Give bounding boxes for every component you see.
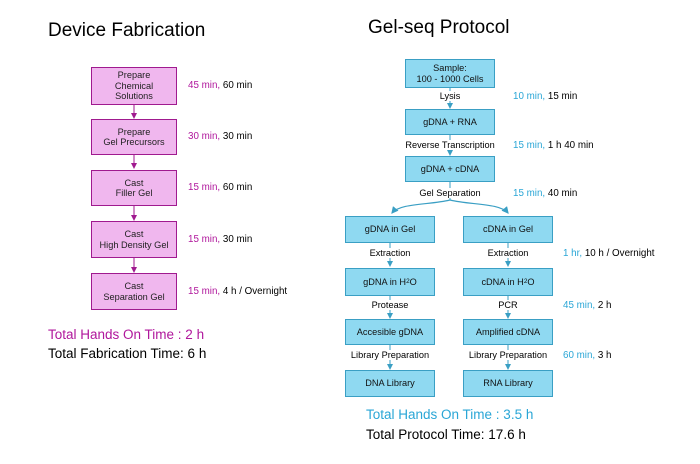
gs-box-gdna-in-gel: gDNA in Gel xyxy=(345,216,435,243)
gs-right-step-pcr: PCR xyxy=(496,300,520,310)
gs-box-sample: Sample: 100 - 1000 Cells xyxy=(405,59,495,88)
fab-step-2-hands: 30 min, xyxy=(188,131,221,142)
gs-rt-time: 15 min, 1 h 40 min xyxy=(513,140,594,151)
fab-step-4-total: 30 min xyxy=(222,234,253,245)
fab-step-4-line1: Cast xyxy=(124,229,144,239)
gs-total-time: Total Protocol Time: 17.6 h xyxy=(366,427,526,442)
gs-box-gdna-rna: gDNA + RNA xyxy=(405,109,495,135)
fab-total-hands-on: Total Hands On Time : 2 h xyxy=(48,327,205,342)
fab-step-1-line1: Prepare xyxy=(117,70,151,81)
gs-lib-time: 60 min, 3 h xyxy=(563,350,612,361)
gs-lysis-total: 15 min xyxy=(547,91,578,102)
fab-step-4-line2: High Density Gel xyxy=(99,239,169,250)
gs-right-h2o-post: O xyxy=(527,276,535,287)
fab-step-3-hands: 15 min, xyxy=(188,182,221,193)
gs-extraction-time: 1 hr, 10 h / Overnight xyxy=(563,248,655,259)
gs-left-h2o-sub: 2 xyxy=(406,277,410,285)
gs-sample-line1: Sample: xyxy=(433,63,467,73)
gs-split-right xyxy=(449,199,509,214)
gs-box-rna-library: RNA Library xyxy=(463,370,553,397)
gs-right-step-library-prep: Library Preparation xyxy=(466,350,550,360)
gs-left-step-protease: Protease xyxy=(369,300,411,310)
gs-lysis-time: 10 min, 15 min xyxy=(513,91,577,102)
gelseq-title: Gel-seq Protocol xyxy=(368,17,510,38)
fab-step-4-hands: 15 min, xyxy=(188,234,221,245)
gs-left-h2o-post: O xyxy=(409,276,417,287)
fab-step-2-time: 30 min, 30 min xyxy=(188,131,252,142)
gs-total-hands-on: Total Hands On Time : 3.5 h xyxy=(366,407,534,422)
fab-step-3-line2: Filler Gel xyxy=(115,188,153,198)
gs-left-step-extraction: Extraction xyxy=(367,248,413,258)
gs-extraction-hands: 1 hr, xyxy=(563,248,583,259)
gs-step-gel-separation: Gel Separation xyxy=(417,188,483,198)
gs-lib-hands: 60 min, xyxy=(563,350,596,361)
gs-gel-sep-total: 40 min xyxy=(547,188,578,199)
gs-right-h2o-pre: cDNA in H xyxy=(481,276,524,287)
gs-box-dna-library: DNA Library xyxy=(345,370,435,397)
gs-rt-hands: 15 min, xyxy=(513,140,546,151)
fab-step-2-line2: Gel Precursors xyxy=(103,137,165,147)
gs-extraction-total: 10 h / Overnight xyxy=(584,248,655,259)
gs-box-cdna-in-gel: cDNA in Gel xyxy=(463,216,553,243)
gs-lib-total: 3 h xyxy=(597,350,612,361)
fab-step-prepare-gel: Prepare Gel Precursors xyxy=(91,119,177,155)
fab-step-1-line3: Solutions xyxy=(115,91,153,102)
fab-step-5-line1: Cast xyxy=(124,281,144,291)
gs-box-gdna-cdna: gDNA + cDNA xyxy=(405,156,495,182)
fab-step-1-line2: Chemical xyxy=(114,80,154,91)
gs-step-lysis: Lysis xyxy=(437,91,463,101)
gs-gel-sep-hands: 15 min, xyxy=(513,188,546,199)
gs-rt-total: 1 h 40 min xyxy=(547,140,594,151)
gs-pcr-hands: 45 min, xyxy=(563,300,596,311)
fab-step-5-hands: 15 min, xyxy=(188,286,221,297)
gs-box-accessible-gdna: Accesible gDNA xyxy=(345,319,435,345)
gs-gel-sep-time: 15 min, 40 min xyxy=(513,188,577,199)
gs-sample-line2: 100 - 1000 Cells xyxy=(416,73,484,84)
gs-pcr-total: 2 h xyxy=(597,300,612,311)
fab-step-cast-high-density: Cast High Density Gel xyxy=(91,221,177,258)
gs-lysis-hands: 10 min, xyxy=(513,91,546,102)
gs-step-rt: Reverse Transcription xyxy=(403,140,497,150)
fab-step-5-time: 15 min, 4 h / Overnight xyxy=(188,286,287,297)
device-fabrication-title: Device Fabrication xyxy=(48,20,206,41)
fab-step-cast-separation: Cast Separation Gel xyxy=(91,273,177,310)
fab-step-1-time: 45 min, 60 min xyxy=(188,80,252,91)
fab-step-cast-filler: Cast Filler Gel xyxy=(91,170,177,206)
fab-step-3-line1: Cast xyxy=(124,177,144,188)
gs-left-step-library-prep: Library Preparation xyxy=(348,350,432,360)
gs-left-h2o-pre: gDNA in H xyxy=(363,276,407,287)
gs-box-amplified-cdna: Amplified cDNA xyxy=(463,319,553,345)
fab-step-1-hands: 45 min, xyxy=(188,80,221,91)
gs-right-h2o-sub: 2 xyxy=(523,277,528,285)
fab-step-5-total: 4 h / Overnight xyxy=(222,286,288,297)
fab-step-2-line1: Prepare xyxy=(117,126,151,137)
fab-step-2-total: 30 min xyxy=(222,131,253,142)
fab-step-3-time: 15 min, 60 min xyxy=(188,182,252,193)
fab-step-5-line2: Separation Gel xyxy=(103,291,165,302)
fab-step-1-total: 60 min xyxy=(222,80,253,91)
gs-split-left xyxy=(391,199,451,214)
fab-step-4-time: 15 min, 30 min xyxy=(188,234,252,245)
gs-pcr-time: 45 min, 2 h xyxy=(563,300,612,311)
fab-step-3-total: 60 min xyxy=(222,182,253,193)
gs-right-step-extraction: Extraction xyxy=(485,248,531,258)
fab-total-time: Total Fabrication Time: 6 h xyxy=(48,346,207,361)
fab-step-prepare-chemical: Prepare Chemical Solutions xyxy=(91,67,177,105)
